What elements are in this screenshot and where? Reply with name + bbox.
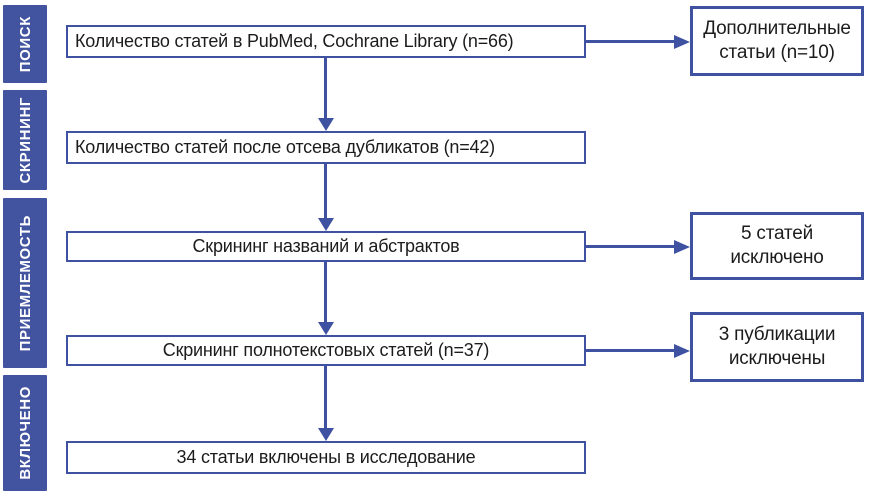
flow-box-included-label: 34 статьи включены в исследование bbox=[176, 446, 476, 467]
flow-box-identified-label: Количество статей в PubMed, Cochrane Lib… bbox=[75, 30, 514, 51]
side-box-excluded-3-label: 3 публикации исключены bbox=[718, 324, 836, 369]
stage-eligibility: ПРИЕМЛЕМОСТЬ bbox=[3, 198, 47, 368]
flow-box-included: 34 статьи включены в исследование bbox=[66, 441, 586, 474]
flow-box-after-duplicates-label: Количество статей после отсева дубликато… bbox=[75, 136, 495, 157]
side-box-additional-articles: Дополнительные статьи (n=10) bbox=[690, 6, 864, 76]
flow-box-identified: Количество статей в PubMed, Cochrane Lib… bbox=[66, 25, 586, 58]
stage-included: ВКЛЮЧЕНО bbox=[3, 375, 47, 491]
arrow-right-icon bbox=[586, 349, 674, 352]
flow-box-title-abstract-screening-label: Скрининг названий и абстрактов bbox=[192, 235, 460, 256]
stage-screening: СКРИНИНГ bbox=[3, 90, 47, 190]
stage-included-label: ВКЛЮЧЕНО bbox=[16, 386, 34, 480]
flow-box-fulltext-screening-label: Скрининг полнотекстовых статей (n=37) bbox=[162, 339, 490, 360]
flow-box-after-duplicates: Количество статей после отсева дубликато… bbox=[66, 131, 586, 164]
side-box-excluded-3: 3 публикации исключены bbox=[690, 312, 864, 382]
side-box-excluded-5-label: 5 статей исключено bbox=[730, 223, 824, 268]
flow-box-title-abstract-screening: Скрининг названий и абстрактов bbox=[66, 231, 586, 262]
stage-eligibility-label: ПРИЕМЛЕМОСТЬ bbox=[16, 214, 34, 352]
stage-screening-label: СКРИНИНГ bbox=[16, 96, 34, 184]
flow-box-fulltext-screening: Скрининг полнотекстовых статей (n=37) bbox=[66, 335, 586, 366]
side-box-excluded-5: 5 статей исключено bbox=[690, 212, 864, 280]
arrow-down-icon bbox=[324, 58, 327, 118]
arrow-down-icon bbox=[324, 164, 327, 218]
arrow-down-icon bbox=[324, 262, 327, 322]
arrow-right-icon bbox=[586, 245, 674, 248]
side-box-additional-articles-label: Дополнительные статьи (n=10) bbox=[703, 18, 851, 63]
stage-search-label: ПОИСК bbox=[16, 15, 34, 73]
stage-search: ПОИСК bbox=[3, 5, 47, 83]
arrow-right-icon bbox=[586, 40, 674, 43]
arrow-down-icon bbox=[324, 366, 327, 428]
